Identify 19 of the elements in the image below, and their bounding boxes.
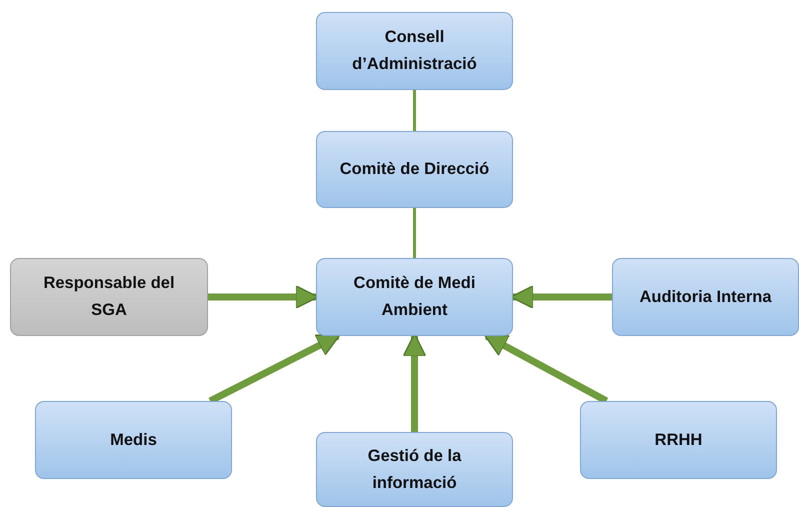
arrow bbox=[402, 333, 426, 432]
box-label: Responsable del SGA bbox=[42, 273, 176, 321]
box-label: Auditoria Interna bbox=[639, 286, 772, 308]
org-box bbox=[316, 432, 513, 507]
connector-line bbox=[413, 90, 416, 131]
org-box bbox=[10, 258, 208, 336]
box-label: Gestió de la informació bbox=[366, 446, 462, 494]
box-label: RRHH bbox=[654, 430, 702, 450]
org-box bbox=[316, 131, 513, 208]
org-box bbox=[316, 258, 513, 336]
box-label: Medis bbox=[110, 430, 157, 450]
box-label: Comitè de Direcció bbox=[340, 159, 490, 180]
org-box bbox=[35, 401, 232, 479]
org-box bbox=[316, 12, 513, 90]
box-label: Comitè de Medi Ambient bbox=[352, 273, 476, 321]
connector-line bbox=[413, 208, 416, 258]
box-label: Consell d’Administració bbox=[351, 27, 478, 75]
org-box bbox=[612, 258, 799, 336]
org-box bbox=[580, 401, 777, 479]
